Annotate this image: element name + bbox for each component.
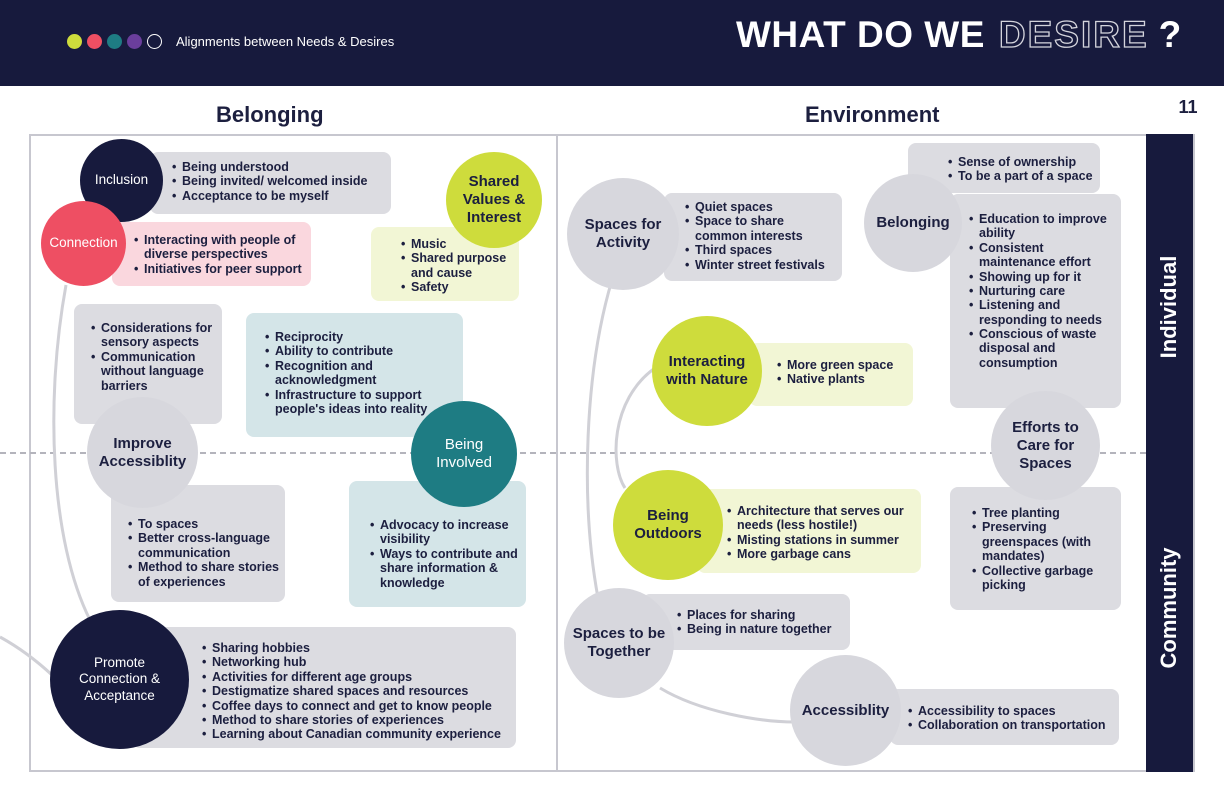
promote-circle: Promote Connection & Acceptance — [50, 610, 189, 749]
list-item: Places for sharing — [677, 608, 844, 623]
list-item: Quiet spaces — [685, 200, 836, 215]
list-item: Listening and responding to needs — [969, 298, 1117, 327]
dot-outline — [147, 34, 162, 49]
list-item: Being in nature together — [677, 622, 844, 637]
list-item: Acceptance to be myself — [172, 189, 381, 204]
list-item: Preserving greenspaces (with mandates) — [972, 520, 1115, 563]
color-dots — [67, 34, 162, 49]
list-item: Being understood — [172, 160, 381, 175]
list-item: Accessibility to spaces — [908, 704, 1113, 719]
list-item: Shared purpose and cause — [401, 251, 513, 280]
title-post: ? — [1158, 14, 1182, 55]
list-item: Ability to contribute — [265, 344, 455, 359]
list-item: Conscious of waste disposal and consumpt… — [969, 327, 1117, 370]
list-item: Music — [401, 237, 513, 252]
list-item: Networking hub — [202, 655, 510, 670]
list-item: Activities for different age groups — [202, 670, 510, 685]
list-item: Reciprocity — [265, 330, 455, 345]
list-item: Sense of ownership — [948, 155, 1094, 170]
list-item: Ways to contribute and share information… — [370, 547, 520, 590]
section-title-belonging: Belonging — [216, 102, 324, 127]
together-items: Places for sharingBeing in nature togeth… — [642, 594, 850, 650]
list-item: Third spaces — [685, 243, 836, 258]
nature-circle: Interacting with Nature — [652, 316, 762, 426]
connector-nature-outdoors — [614, 366, 656, 489]
list-item: To be a part of a space — [948, 169, 1094, 184]
dot-lime — [67, 34, 82, 49]
list-item: Better cross-language communication — [128, 531, 279, 560]
individual-community-divider — [0, 452, 1146, 454]
list-item: Safety — [401, 280, 513, 295]
list-item: To spaces — [128, 517, 279, 532]
belonging-env-circle: Belonging — [864, 174, 962, 272]
page-title: WHAT DO WE DESIRE? — [736, 13, 1182, 56]
list-item: Education to improve ability — [969, 212, 1117, 241]
title-pre: WHAT DO WE — [736, 14, 985, 55]
subtitle: Alignments between Needs & Desires — [176, 34, 395, 49]
shared-values-circle: Shared Values & Interest — [446, 152, 542, 248]
list-item: Misting stations in summer — [727, 533, 915, 548]
belonging-env-main-items: Education to improve abilityConsistent m… — [950, 194, 1121, 408]
dot-purple — [127, 34, 142, 49]
connection-circle: Connection — [41, 201, 126, 286]
connector-together-access — [659, 686, 796, 724]
list-item: Interacting with people of diverse persp… — [134, 233, 303, 262]
list-item: Consistent maintenance effort — [969, 241, 1117, 270]
list-item: Method to share stories of experiences — [128, 560, 279, 589]
list-item: Winter street festivals — [685, 258, 836, 273]
list-item: Recognition and acknowledgment — [265, 359, 455, 388]
list-item: Architecture that serves our needs (less… — [727, 504, 915, 533]
list-item: Learning about Canadian community experi… — [202, 727, 510, 742]
dot-red — [87, 34, 102, 49]
list-item: Showing up for it — [969, 270, 1117, 285]
title-highlight: DESIRE — [998, 13, 1149, 55]
connector-edge-promote — [0, 635, 54, 677]
improve-access-circle: Improve Accessiblity — [87, 397, 198, 508]
list-item: More garbage cans — [727, 547, 915, 562]
dot-teal — [107, 34, 122, 49]
list-item: Nurturing care — [969, 284, 1117, 299]
belonging-env-top-items: Sense of ownershipTo be a part of a spac… — [908, 143, 1100, 193]
list-item: More green space — [777, 358, 907, 373]
list-item: Tree planting — [972, 506, 1115, 521]
efforts-items: Tree plantingPreserving greenspaces (wit… — [950, 487, 1121, 610]
efforts-circle: Efforts to Care for Spaces — [991, 391, 1100, 500]
list-item: Native plants — [777, 372, 907, 387]
spaces-activity-items: Quiet spacesSpace to share common intere… — [664, 193, 842, 281]
list-item: Collaboration on transportation — [908, 718, 1113, 733]
outdoors-circle: Being Outdoors — [613, 470, 723, 580]
being-involved-bottom-items: Advocacy to increase visibilityWays to c… — [349, 481, 526, 607]
page-number: 11 — [1178, 97, 1198, 117]
inclusion-items: Being understoodBeing invited/ welcomed … — [150, 152, 391, 214]
promote-items: Sharing hobbiesNetworking hubActivities … — [132, 627, 516, 748]
list-item: Space to share common interests — [685, 214, 836, 243]
together-circle: Spaces to be Together — [564, 588, 674, 698]
section-title-environment: Environment — [805, 102, 940, 127]
list-item: Advocacy to increase visibility — [370, 518, 520, 547]
connector-activity-together — [585, 279, 614, 599]
connector-connection-promote — [52, 284, 92, 621]
list-item: Sharing hobbies — [202, 641, 510, 656]
list-item: Considerations for sensory aspects — [91, 321, 216, 350]
spaces-activity-circle: Spaces for Activity — [567, 178, 679, 290]
outdoors-items: Architecture that serves our needs (less… — [697, 489, 921, 573]
list-item: Method to share stories of experiences — [202, 713, 510, 728]
list-item: Infrastructure to support people's ideas… — [265, 388, 455, 417]
list-item: Communication without language barriers — [91, 350, 216, 393]
list-item: Destigmatize shared spaces and resources — [202, 684, 510, 699]
being-involved-circle: Being Involved — [411, 401, 517, 507]
list-item: Being invited/ welcomed inside — [172, 174, 381, 189]
accessibility-env-items: Accessibility to spacesCollaboration on … — [890, 689, 1119, 745]
nature-items: More green spaceNative plants — [749, 343, 913, 406]
accessibility-env-circle: Accessiblity — [790, 655, 901, 766]
list-item: Coffee days to connect and get to know p… — [202, 699, 510, 714]
list-item: Collective garbage picking — [972, 564, 1115, 593]
header-bar: Alignments between Needs & Desires WHAT … — [0, 0, 1224, 86]
connection-items: Interacting with people of diverse persp… — [112, 222, 311, 286]
side-bar — [1146, 134, 1193, 772]
list-item: Initiatives for peer support — [134, 262, 303, 277]
